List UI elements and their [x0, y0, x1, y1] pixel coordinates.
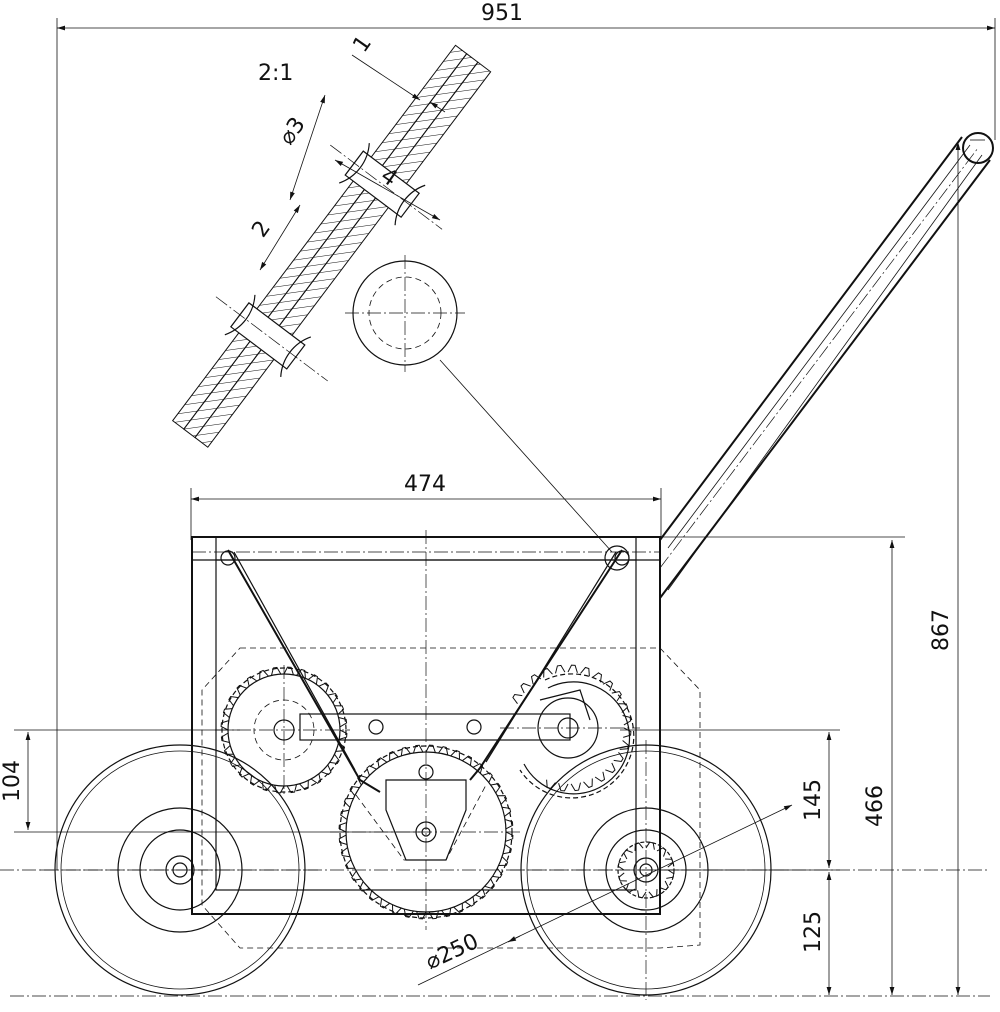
- main-sprocket: [330, 745, 520, 919]
- dim-overall-height-label: 867: [929, 609, 954, 651]
- detail-leader: [439, 359, 613, 553]
- dim-box-width: 474: [190, 472, 662, 540]
- dim-box-height: 466: [662, 536, 905, 995]
- dim-box-width-label: 474: [404, 472, 446, 497]
- small-sprocket-teeth-teeth: [617, 841, 675, 899]
- detail-gap-label: 2: [247, 216, 276, 242]
- hidden-housing: [201, 647, 701, 949]
- left-sprocket-teeth: [220, 666, 348, 794]
- main-sprocket-teeth-teeth: [338, 744, 514, 920]
- main-sprocket-teeth: [338, 744, 514, 920]
- dim-overall-width-label: 951: [481, 1, 523, 26]
- small-sprocket-teeth: [617, 841, 675, 899]
- drive-chain: [220, 545, 630, 793]
- dim-overall-width: 951: [56, 1, 996, 870]
- right-sprocket-teeth: [512, 664, 632, 792]
- dim-axle-height: 125: [801, 872, 832, 995]
- detail-scale-label: 2:1: [258, 61, 293, 86]
- dim-sprocket-offset-label: 145: [801, 779, 826, 821]
- dim-box-height-label: 466: [863, 785, 888, 827]
- dim-overall-height: 867: [929, 139, 985, 995]
- right-sprocket-teeth-teeth: [512, 664, 632, 792]
- box-frame: [191, 530, 661, 930]
- dim-axle-height-label: 125: [801, 911, 826, 953]
- detail-hole-diameter-label: ⌀3: [275, 113, 311, 150]
- tension-bar: [299, 713, 571, 741]
- right-wheel: [510, 740, 790, 1000]
- dim-wheel-offset-label: 104: [0, 760, 25, 802]
- detail-view: 2:1 1 ⌀3 4 2: [171, 31, 492, 448]
- left-sprocket-teeth-teeth: [220, 666, 348, 794]
- left-wheel: [40, 744, 320, 996]
- detail-thickness-label: 1: [348, 31, 377, 57]
- push-handle: [659, 132, 994, 599]
